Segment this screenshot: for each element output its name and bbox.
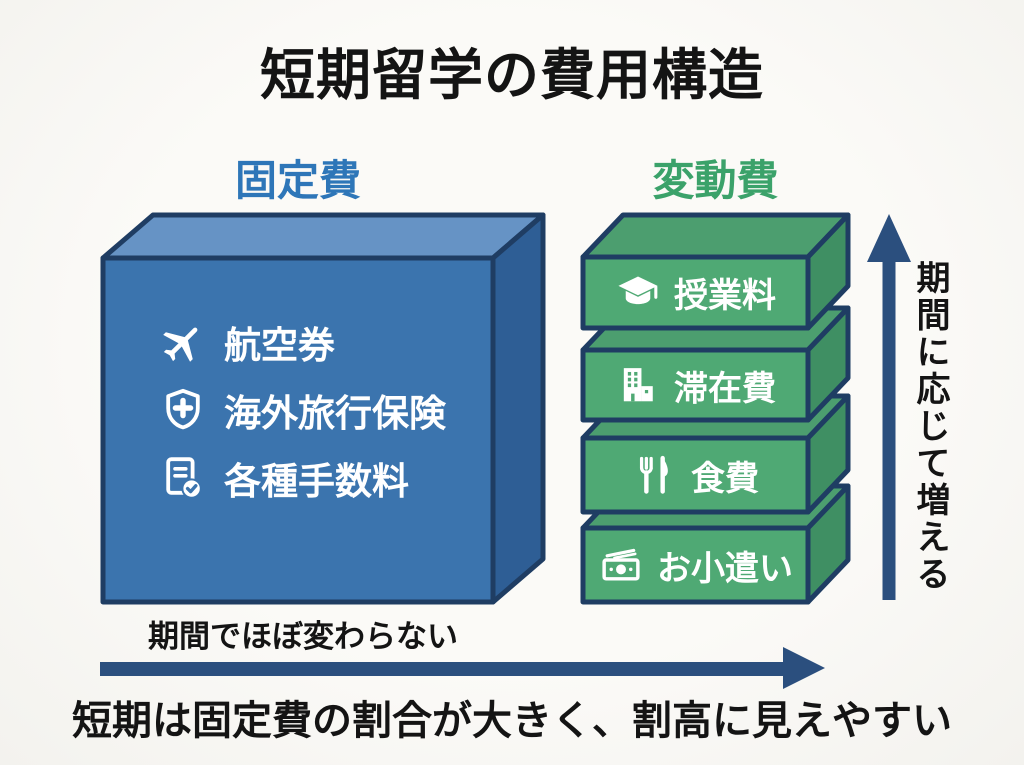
shield-plus-icon	[159, 386, 207, 434]
variable-item-label: お小遣い	[657, 549, 793, 588]
variable-box-2-front	[580, 347, 811, 423]
variable-box-1-top	[580, 212, 851, 260]
fixed-item-airfare: 航空券	[159, 318, 446, 366]
fixed-costs-header: 固定費	[234, 157, 361, 204]
fixed-item-fees: 各種手数料	[159, 454, 446, 502]
right-arrow	[100, 647, 825, 689]
variable-item-accommodation: 滞在費	[583, 350, 808, 420]
variable-box-1	[580, 212, 851, 331]
building-icon	[615, 362, 661, 408]
variable-box-3-front	[580, 435, 811, 515]
page-title: 短期留学の費用構造	[259, 44, 764, 106]
up-arrow	[867, 214, 911, 600]
variable-item-label: 食費	[691, 459, 759, 498]
variable-costs-header: 変動費	[652, 157, 779, 204]
utensils-icon	[632, 452, 678, 498]
fixed-item-label: 海外旅行保険	[224, 393, 446, 434]
fixed-costs-caption: 期間でほぼ変わらない	[148, 619, 458, 654]
fixed-costs-box	[100, 212, 546, 605]
fixed-item-label: 各種手数料	[224, 461, 409, 502]
graduation-cap-icon	[615, 270, 661, 316]
fixed-box-top-face	[100, 212, 546, 261]
variable-item-food: 食費	[583, 438, 808, 512]
document-check-icon	[159, 454, 207, 502]
variable-item-pocket-money: お小遣い	[583, 528, 808, 602]
variable-box-1-front	[580, 254, 811, 331]
fixed-box-front-face	[100, 255, 496, 605]
footer-conclusion: 短期は固定費の割合が大きく、割高に見えやすい	[72, 699, 952, 743]
fixed-item-insurance: 海外旅行保険	[159, 386, 446, 434]
variable-item-tuition: 授業料	[583, 257, 808, 328]
airplane-icon	[159, 318, 207, 366]
up-arrow-caption: 期間に応じて増える	[911, 260, 949, 593]
variable-item-label: 授業料	[674, 277, 776, 315]
variable-item-label: 滞在費	[674, 369, 776, 408]
variable-box-4-front	[580, 525, 811, 605]
fixed-item-label: 航空券	[224, 325, 335, 366]
fixed-box-side-face	[490, 212, 546, 605]
variable-costs-stack	[580, 212, 851, 605]
fixed-costs-item-list: 航空券 海外旅行保険 各種手数料	[159, 318, 446, 502]
banknote-icon	[598, 542, 644, 588]
